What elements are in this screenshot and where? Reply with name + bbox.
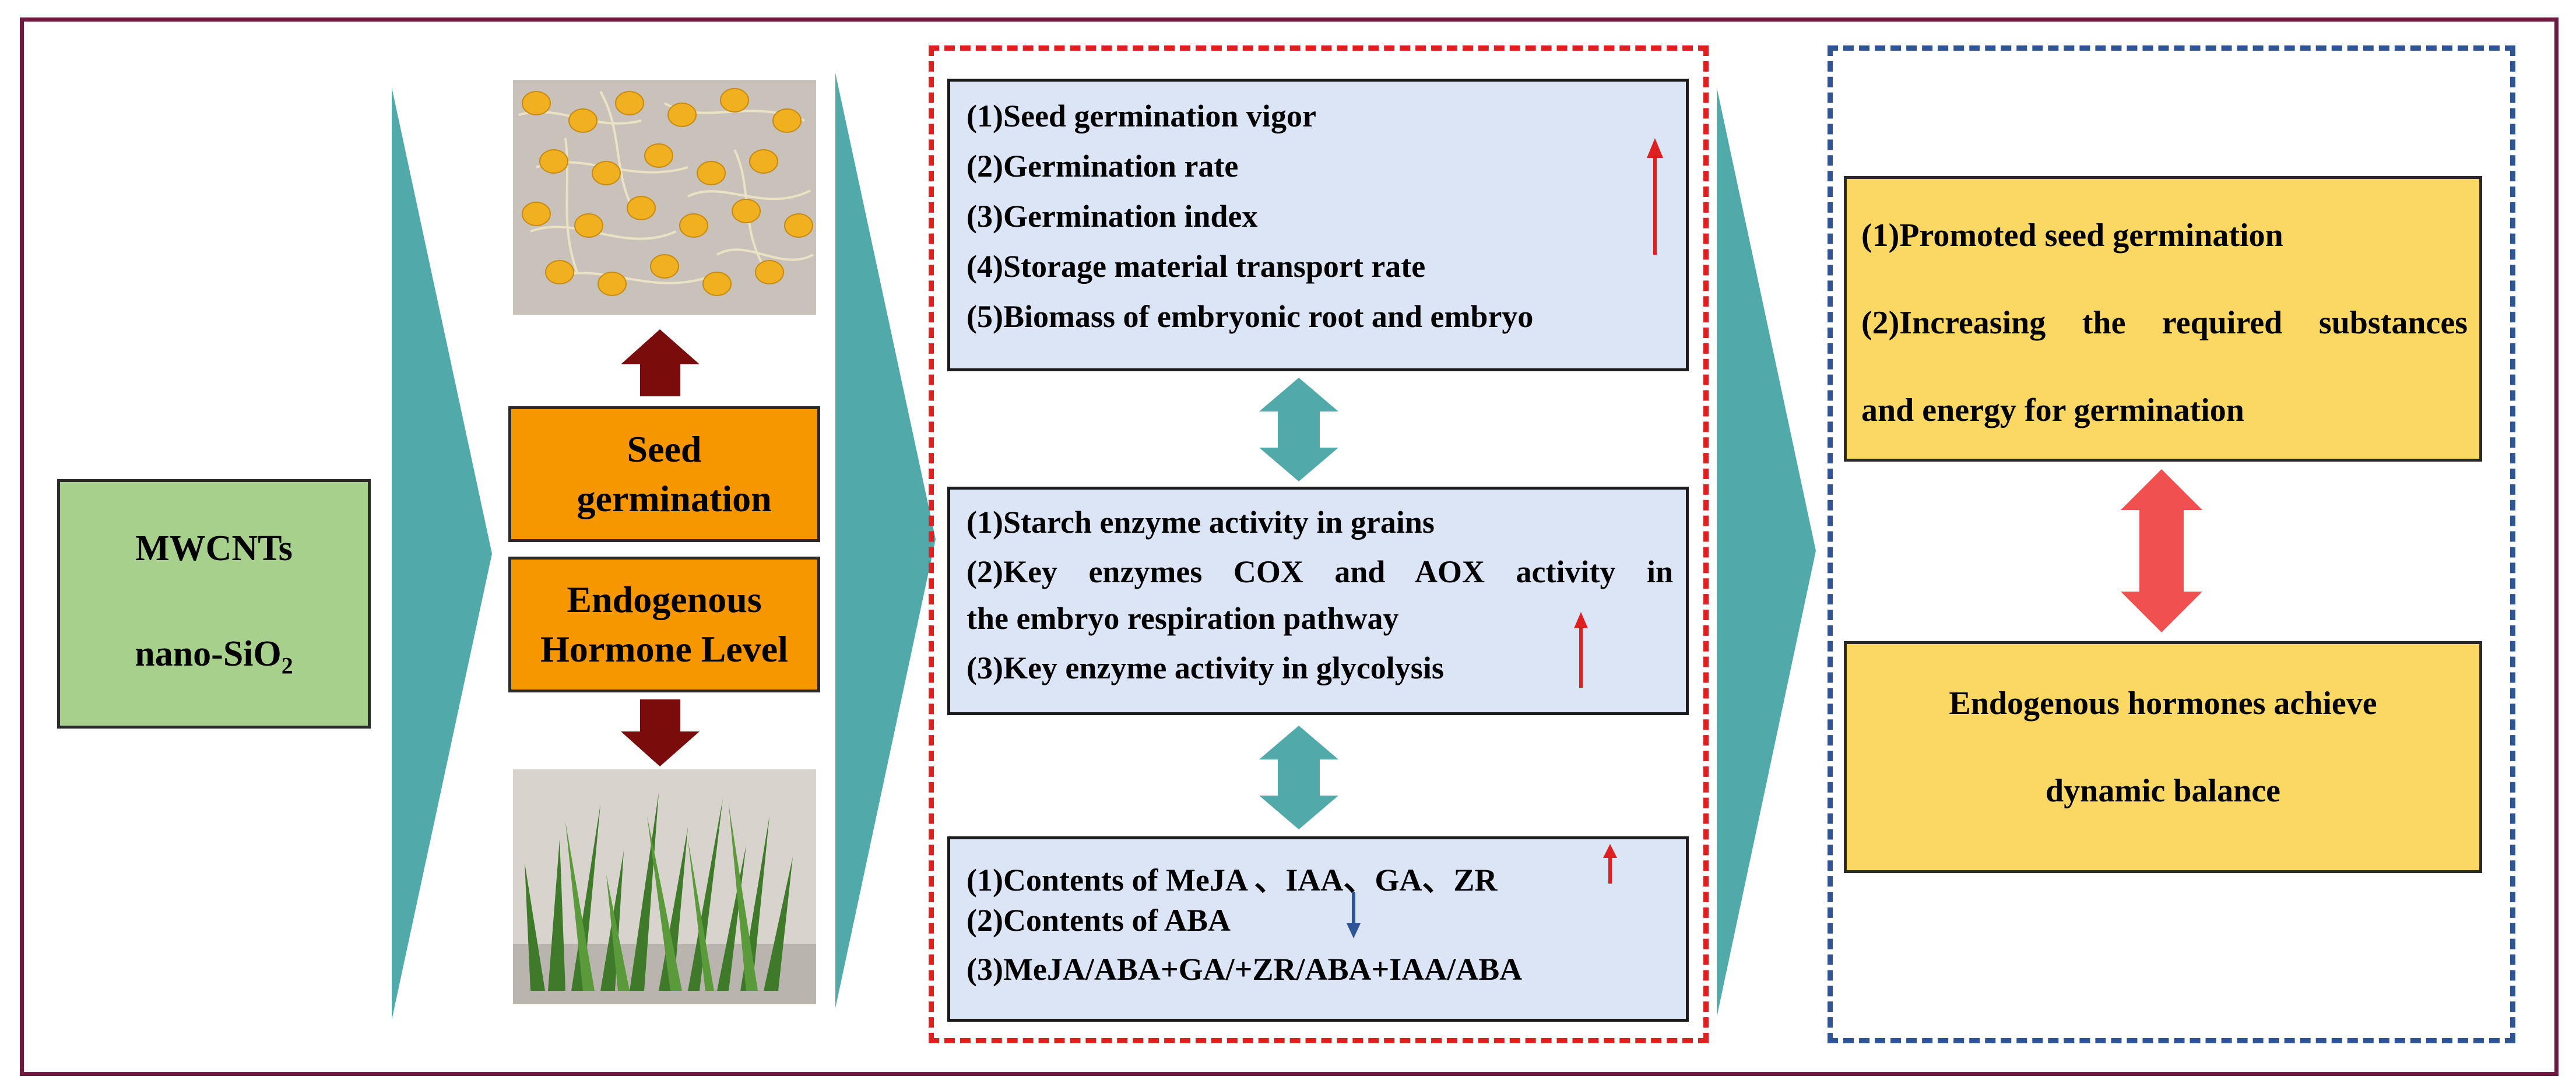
outer-frame (20, 17, 2559, 1076)
seed-germination-label: Seed germination (577, 428, 772, 519)
hormone-item-1: (1)Contents of MeJA 、IAA、GA、ZR (967, 863, 1498, 898)
bidirectional-arrow-2 (1259, 726, 1338, 829)
input-label-mwcnts: MWCNTs (135, 529, 293, 569)
outcome-item-2b: and energy for germination (1861, 392, 2244, 428)
hormone-level-box: Endogenous Hormone Level (508, 557, 820, 692)
flow-chevron-1 (392, 87, 492, 1020)
flow-chevron-2 (835, 73, 936, 1008)
seed-germination-image (513, 80, 816, 315)
outcome-item-1: (1)Promoted seed germination (1861, 217, 2283, 254)
enzyme-item-2b: the embryo respiration pathway (967, 601, 1399, 636)
outcome-hormone-line-1: Endogenous hormones achieve (1949, 685, 2377, 722)
outcome-hormone-line-2: dynamic balance (2046, 773, 2280, 809)
seed-germination-photo (513, 80, 816, 315)
increase-arrow-icon (1647, 138, 1663, 255)
enzyme-item-1: (1)Starch enzyme activity in grains (967, 505, 1435, 540)
outcome-item-2a: (2)Increasing the required substances (1861, 305, 2468, 341)
germination-item-5: (5)Biomass of embryonic root and embryo (967, 299, 1534, 334)
input-box: MWCNTs nano-SiO2 (57, 479, 371, 729)
hormone-item-3: (3)MeJA/ABA+GA/+ZR/ABA+IAA/ABA (967, 952, 1523, 987)
outcome-germination-box: (1)Promoted seed germination (2)Increasi… (1844, 176, 2482, 462)
input-label-nanosio2: nano-SiO2 (135, 634, 293, 679)
down-arrow-to-photo (621, 699, 700, 766)
increase-arrow-icon (1603, 844, 1617, 884)
outcome-hormone-box: Endogenous hormones achieve dynamic bala… (1844, 641, 2482, 873)
germination-item-4: (4)Storage material transport rate (967, 249, 1426, 284)
mechanism-group-red (929, 45, 1709, 1043)
enzyme-panel: (1)Starch enzyme activity in grains (2)K… (947, 487, 1689, 715)
hormone-item-2: (2)Contents of ABA (967, 903, 1231, 938)
seedling-image (513, 769, 816, 1004)
flow-chevron-3 (1717, 87, 1816, 1017)
hormone-panel: (1)Contents of MeJA 、IAA、GA、ZR (2)Conten… (947, 836, 1689, 1022)
outcome-group-blue (1828, 45, 2515, 1043)
bidirectional-arrow-red (2121, 469, 2202, 632)
germination-item-3: (3)Germination index (967, 199, 1258, 234)
seedling-photo (513, 769, 816, 1004)
up-arrow-to-photo (621, 329, 700, 396)
enzyme-item-2a: (2)Key enzymes COX and AOX activity in (967, 554, 1673, 589)
germination-item-1: (1)Seed germination vigor (967, 99, 1316, 133)
hormone-level-label: Endogenous Hormone Level (540, 579, 788, 670)
enzyme-item-3: (3)Key enzyme activity in glycolysis (967, 650, 1444, 685)
seed-germination-box: Seed germination (508, 406, 820, 542)
increase-arrow-icon (1574, 612, 1588, 688)
bidirectional-arrow-1 (1259, 378, 1338, 481)
decrease-arrow-icon (1347, 892, 1361, 938)
germination-item-2: (2)Germination rate (967, 149, 1239, 184)
germination-panel: (1)Seed germination vigor (2)Germination… (947, 79, 1689, 371)
